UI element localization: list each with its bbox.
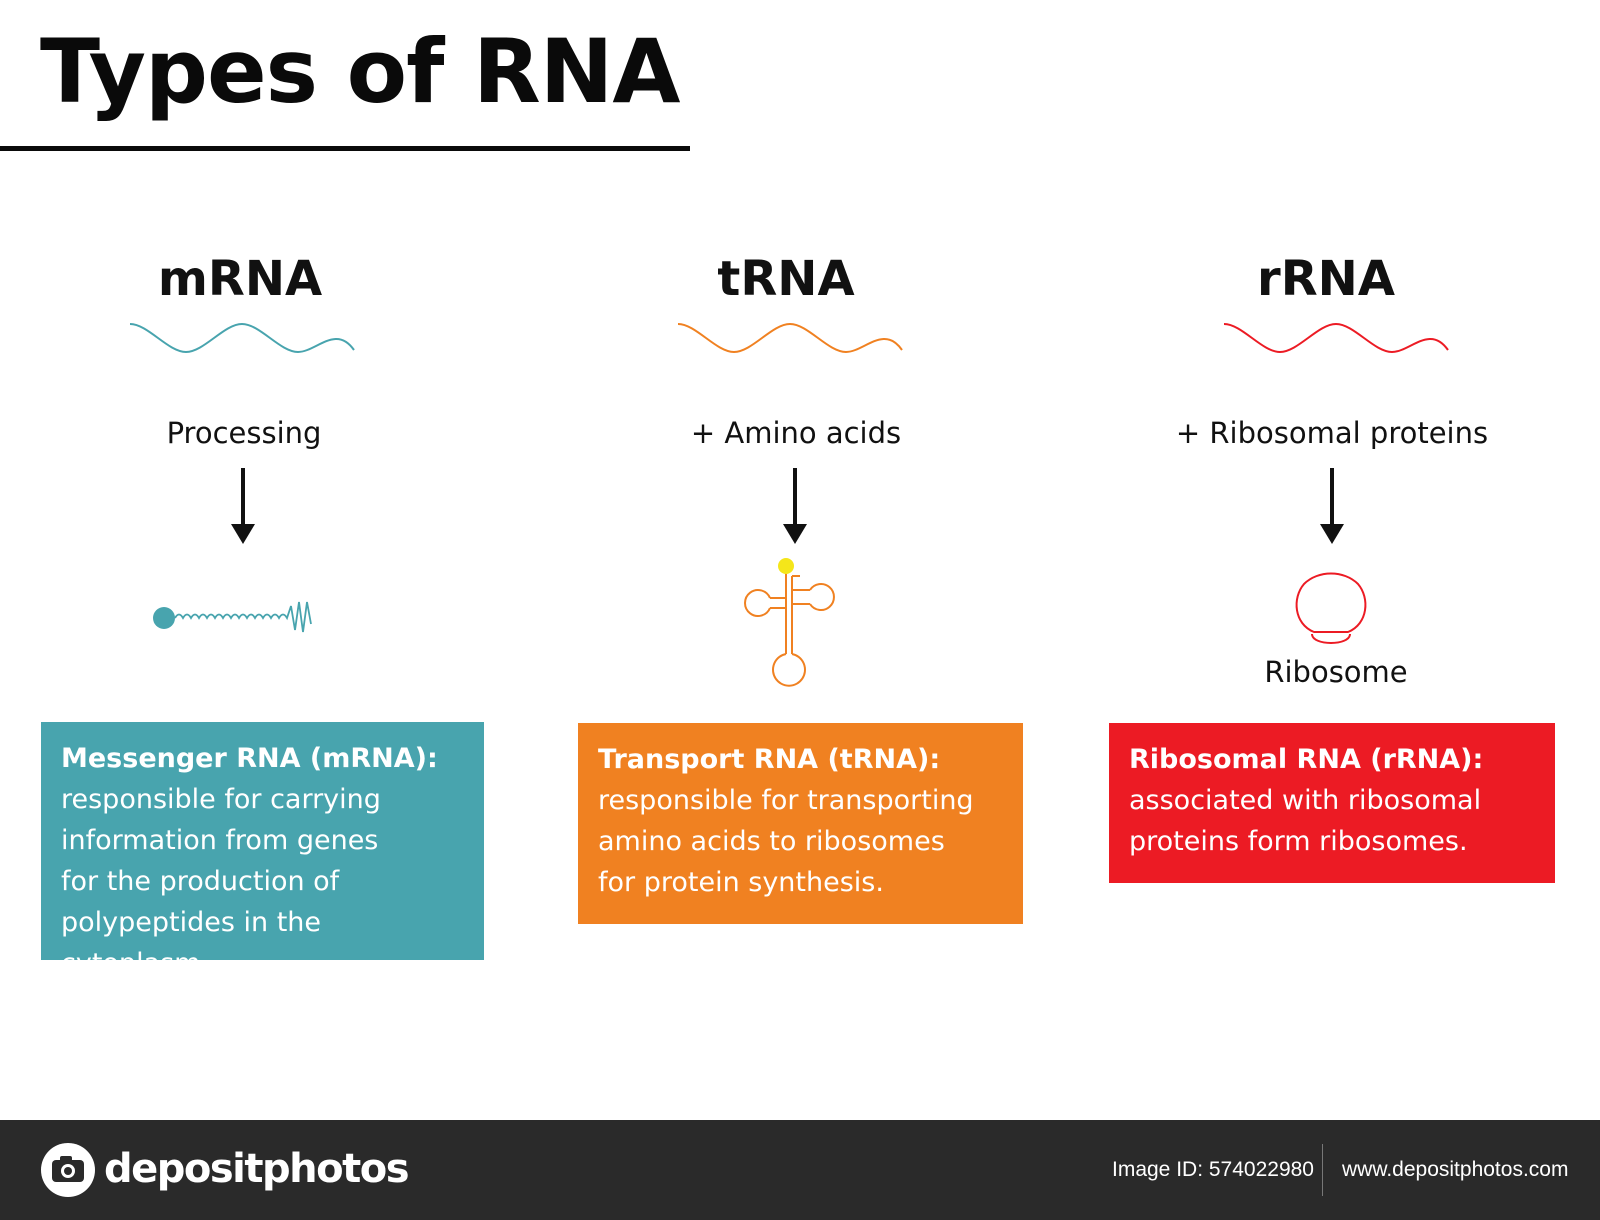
mrna-box-text: responsible for carrying information fro… xyxy=(61,779,464,984)
trna-arrow-icon xyxy=(780,468,810,546)
site-url-link[interactable]: www.depositphotos.com xyxy=(1342,1158,1568,1182)
image-id-text: Image ID: 574022980 xyxy=(1112,1158,1314,1182)
trna-step-label: + Amino acids xyxy=(566,416,1026,451)
trna-box-title: Transport RNA (tRNA): xyxy=(598,739,1003,780)
page-title: Types of RNA xyxy=(40,28,680,116)
mrna-arrow-icon xyxy=(228,468,258,546)
brand-logo-text[interactable]: depositphotos xyxy=(104,1146,408,1192)
mrna-wave-icon xyxy=(128,318,358,358)
camera-logo-icon xyxy=(40,1142,96,1198)
rrna-description-box: Ribosomal RNA (rRNA): associated with ri… xyxy=(1109,723,1555,883)
rrna-box-title: Ribosomal RNA (rRNA): xyxy=(1129,739,1535,780)
trna-heading: tRNA xyxy=(586,255,986,303)
mrna-step-label: Processing xyxy=(14,416,474,451)
trna-cloverleaf-icon xyxy=(744,554,840,706)
mrna-strand-icon xyxy=(148,596,330,640)
mrna-heading: mRNA xyxy=(40,255,440,303)
rrna-heading: rRNA xyxy=(1126,255,1526,303)
rrna-box-text: associated with ribosomal proteins form … xyxy=(1129,780,1535,862)
mrna-description-box: Messenger RNA (mRNA): responsible for ca… xyxy=(41,722,484,960)
ribosome-label: Ribosome xyxy=(1236,655,1436,689)
mrna-box-title: Messenger RNA (mRNA): xyxy=(61,738,464,779)
rrna-arrow-icon xyxy=(1317,468,1347,546)
title-underline xyxy=(0,146,690,151)
footer-divider xyxy=(1322,1144,1323,1196)
trna-box-text: responsible for transporting amino acids… xyxy=(598,780,1003,903)
rrna-wave-icon xyxy=(1222,318,1452,358)
footer-bar: depositphotos Image ID: 574022980 www.de… xyxy=(0,1120,1600,1220)
trna-description-box: Transport RNA (tRNA): responsible for tr… xyxy=(578,723,1023,924)
ribosome-icon xyxy=(1290,568,1372,648)
rrna-step-label: + Ribosomal proteins xyxy=(1102,416,1562,451)
trna-wave-icon xyxy=(676,318,906,358)
